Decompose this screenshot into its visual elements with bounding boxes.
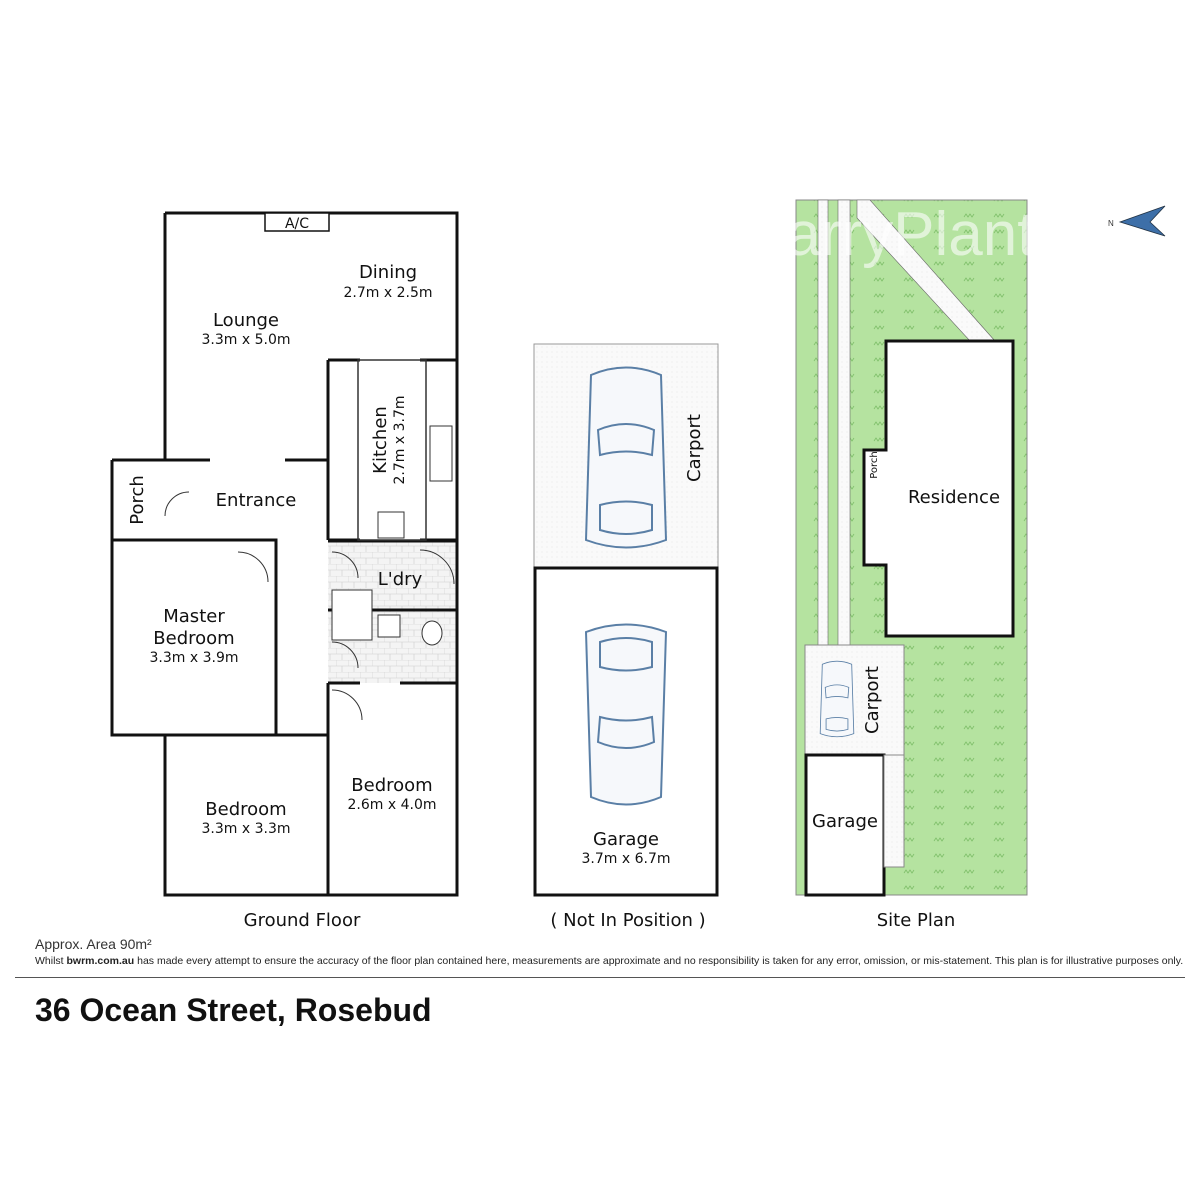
door-swings xyxy=(164,491,455,721)
room-dining-dims: 2.7m x 2.5m xyxy=(344,285,433,301)
car-icon xyxy=(585,366,667,549)
room-lounge-dims: 3.3m x 5.0m xyxy=(202,332,291,348)
garage-plan-caption: ( Not In Position ) xyxy=(550,910,705,931)
basin-icon xyxy=(377,614,401,638)
disclaimer-text: Whilst xyxy=(35,955,67,967)
divider xyxy=(15,977,1185,978)
cooktop-icon xyxy=(377,511,405,539)
disclaimer-brand: bwrm.com.au xyxy=(66,955,135,967)
garage-plan: Carport Garage 3.7m x 6.7m ( Not In Posi… xyxy=(533,343,719,931)
kitchen-bench xyxy=(357,359,427,541)
site-garage-apron xyxy=(883,754,905,868)
north-arrow-icon xyxy=(1118,205,1166,237)
room-lounge: Lounge xyxy=(213,310,279,331)
garage-label: Garage xyxy=(593,829,659,850)
site-carport-label: Carport xyxy=(862,666,883,734)
room-entrance: Entrance xyxy=(216,490,297,511)
room-porch: Porch xyxy=(127,475,148,525)
room-master-bedroom-dims: 3.3m x 3.9m xyxy=(150,650,239,666)
garage-dims: 3.7m x 6.7m xyxy=(582,851,671,867)
site-garage-label: Garage xyxy=(812,811,878,832)
garage-area xyxy=(533,566,719,897)
disclaimer: Whilst bwrm.com.au has made every attemp… xyxy=(35,955,1183,967)
toilet-icon xyxy=(421,620,443,646)
site-porch-label: Porch xyxy=(869,451,880,479)
room-dining: Dining xyxy=(359,262,417,283)
room-bedroom-2: Bedroom xyxy=(351,775,432,796)
disclaimer-text: has made every attempt to ensure the acc… xyxy=(134,955,1184,967)
shower-icon xyxy=(331,589,373,641)
room-master-bedroom-line2: Bedroom xyxy=(153,628,234,649)
site-plan-caption: Site Plan xyxy=(877,910,956,931)
site-plan: Residence Porch Carport Garage BarryPlan… xyxy=(745,199,1166,931)
room-bedroom-1-dims: 3.3m x 3.3m xyxy=(202,821,291,837)
room-bedroom-1: Bedroom xyxy=(205,799,286,820)
north-label: N xyxy=(1108,219,1114,228)
ground-floor-caption: Ground Floor xyxy=(244,910,361,931)
room-kitchen: Kitchen xyxy=(370,406,391,474)
watermark-logo: BarryPlant xyxy=(745,200,1034,269)
ac-label: A/C xyxy=(285,216,309,232)
car-icon xyxy=(585,623,667,806)
room-kitchen-dims: 2.7m x 3.7m xyxy=(392,396,408,485)
sink-icon xyxy=(429,425,453,482)
approx-area: Approx. Area 90m² xyxy=(35,936,152,952)
carport-label: Carport xyxy=(684,414,705,482)
residence-label: Residence xyxy=(908,487,1000,508)
walls xyxy=(110,211,459,897)
site-carport xyxy=(804,644,905,756)
ac-unit xyxy=(264,212,330,232)
residence-footprint xyxy=(862,339,1015,638)
car-icon xyxy=(819,660,855,738)
property-address: 36 Ocean Street, Rosebud xyxy=(35,992,432,1028)
room-master-bedroom: Master xyxy=(163,606,225,627)
room-bedroom-2-dims: 2.6m x 4.0m xyxy=(348,797,437,813)
room-laundry: L'dry xyxy=(378,569,423,590)
ground-floor-plan: A/C Dining 2.7m x 2.5m Lounge 3.3m x 5.0… xyxy=(110,211,459,931)
